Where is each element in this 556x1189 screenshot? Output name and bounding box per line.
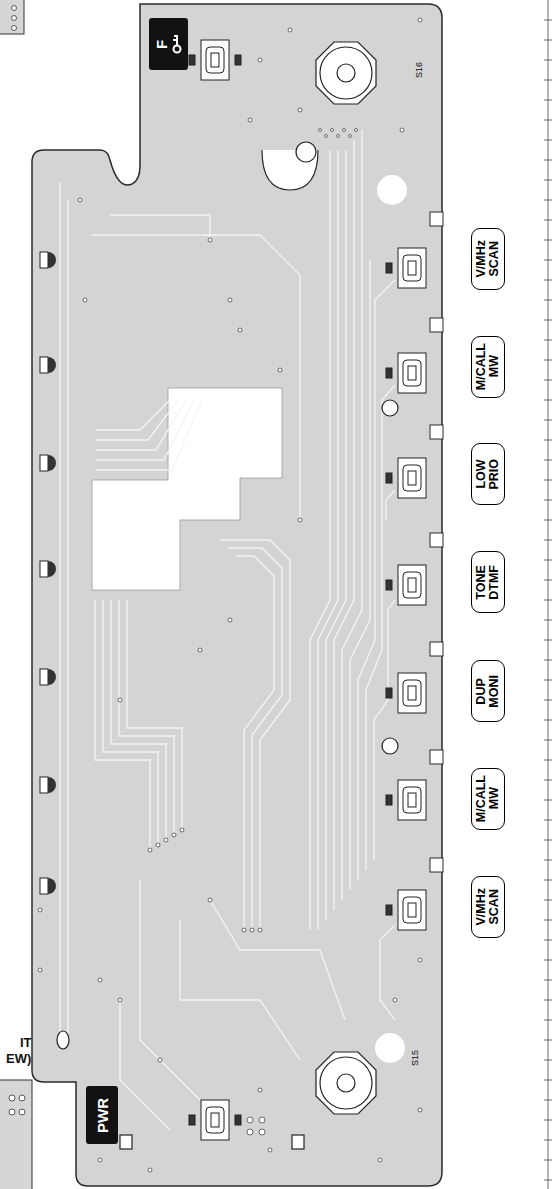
key-label-box: DUPMONI bbox=[471, 660, 505, 722]
tact-switch bbox=[189, 40, 426, 1140]
key-label-box: V/MHzSCAN bbox=[471, 876, 505, 938]
key-label: MONI bbox=[488, 675, 501, 708]
rotated-text: M/CALLMW bbox=[475, 775, 501, 822]
key-label-box: TONEDTMF bbox=[471, 551, 505, 613]
function-key-box: PWR bbox=[86, 1086, 118, 1144]
key-label-box: M/CALLMW bbox=[471, 336, 505, 398]
view-title-fragment: IT bbox=[20, 1036, 32, 1050]
pcb-trace bbox=[60, 130, 395, 1130]
pcb-board bbox=[32, 4, 442, 1186]
key-label: LOW bbox=[475, 459, 488, 490]
rotated-text: DUPMONI bbox=[475, 675, 501, 708]
lcd-window bbox=[92, 388, 282, 590]
key-label-box: M/CALLMW bbox=[471, 768, 505, 830]
key-label-box: LOWPRIO bbox=[471, 443, 505, 505]
part-ref: S15 bbox=[410, 1050, 420, 1066]
rotated-text: F bbox=[153, 31, 184, 57]
rotary-switch bbox=[316, 42, 376, 1114]
neighbor-board bbox=[0, 0, 24, 34]
led-pad bbox=[40, 252, 56, 894]
key-label: PRIO bbox=[488, 459, 501, 490]
view-title-fragment: EW) bbox=[6, 1052, 31, 1066]
via bbox=[38, 18, 422, 1172]
key-label: M/CALL bbox=[475, 343, 488, 390]
edge-ruler bbox=[544, 0, 552, 1189]
key-label: M/CALL bbox=[475, 775, 488, 822]
key-icon bbox=[170, 34, 184, 54]
key-label: PWR bbox=[94, 1098, 111, 1133]
rotated-text: LOWPRIO bbox=[475, 459, 501, 490]
edge-notch bbox=[430, 212, 443, 872]
key-label: DUP bbox=[475, 675, 488, 708]
key-label: MW bbox=[488, 343, 501, 390]
key-label: TONE bbox=[475, 565, 488, 600]
rotated-text: PWR bbox=[94, 1098, 111, 1133]
key-label: V/MHz bbox=[475, 888, 488, 926]
key-label: SCAN bbox=[488, 240, 501, 278]
key-label: F bbox=[153, 31, 170, 57]
key-label: DTMF bbox=[488, 565, 501, 600]
key-label-box: V/MHzSCAN bbox=[471, 228, 505, 290]
part-ref: S16 bbox=[414, 62, 424, 78]
neighbor-board bbox=[0, 1080, 32, 1189]
rotated-text: V/MHzSCAN bbox=[475, 240, 501, 278]
rotated-text: V/MHzSCAN bbox=[475, 888, 501, 926]
key-label: V/MHz bbox=[475, 240, 488, 278]
key-label: MW bbox=[488, 775, 501, 822]
key-label: SCAN bbox=[488, 888, 501, 926]
mount-hole bbox=[57, 142, 407, 1149]
rotated-text: TONEDTMF bbox=[475, 565, 501, 600]
function-key-box: F bbox=[149, 18, 188, 70]
rotated-text: M/CALLMW bbox=[475, 343, 501, 390]
